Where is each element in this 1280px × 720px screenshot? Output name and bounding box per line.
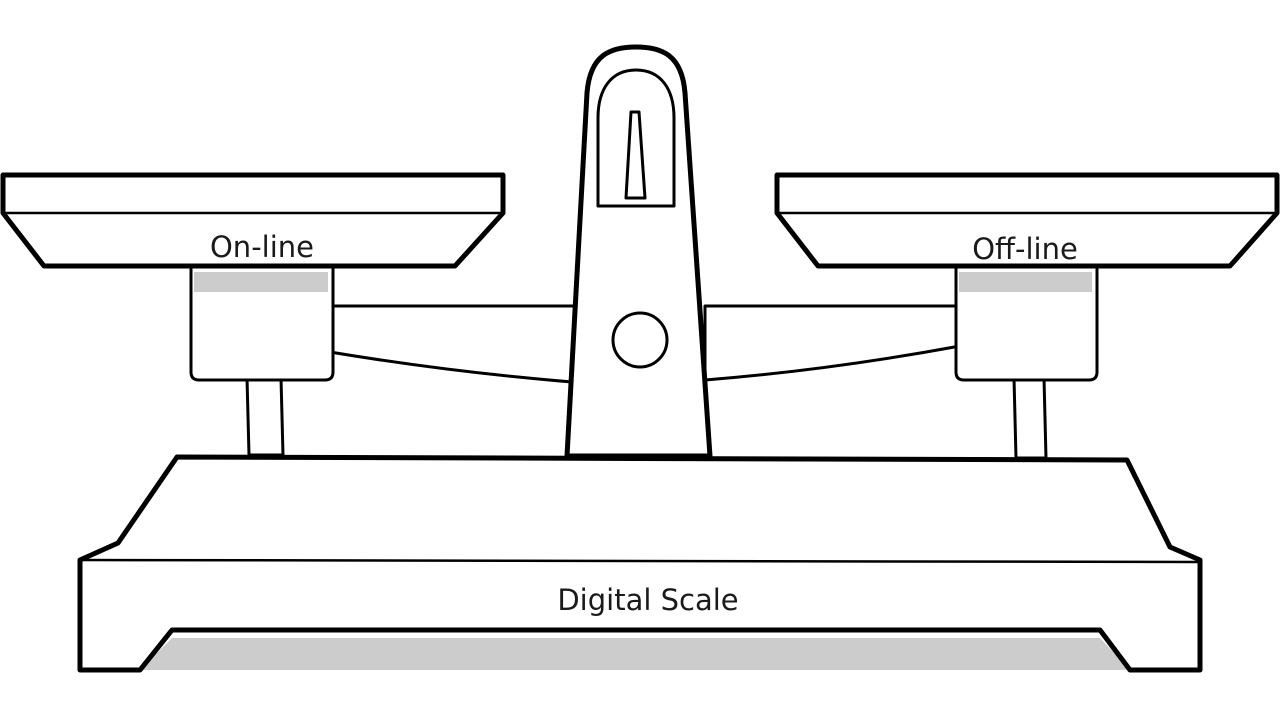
- left-pan-label: On-line: [210, 230, 314, 264]
- pivot-circle: [611, 311, 669, 369]
- indicator-needle: [624, 110, 647, 200]
- center-pillar: [564, 44, 713, 459]
- right-pan-label: Off-line: [972, 232, 1078, 266]
- left-pan-cup: [189, 264, 335, 382]
- right-pan-cup: [954, 264, 1099, 382]
- right-cup-band: [959, 272, 1092, 292]
- right-pan: [774, 172, 1280, 269]
- left-support-post: [245, 376, 285, 457]
- left-beam-arm: [328, 304, 577, 384]
- base-shadow: [140, 638, 1130, 670]
- right-support-post: [1012, 376, 1048, 460]
- left-pan: [0, 172, 506, 269]
- base-label: Digital Scale: [557, 583, 738, 617]
- scale-base: [77, 454, 1203, 673]
- left-cup-band: [194, 272, 328, 292]
- right-beam-arm: [703, 304, 962, 382]
